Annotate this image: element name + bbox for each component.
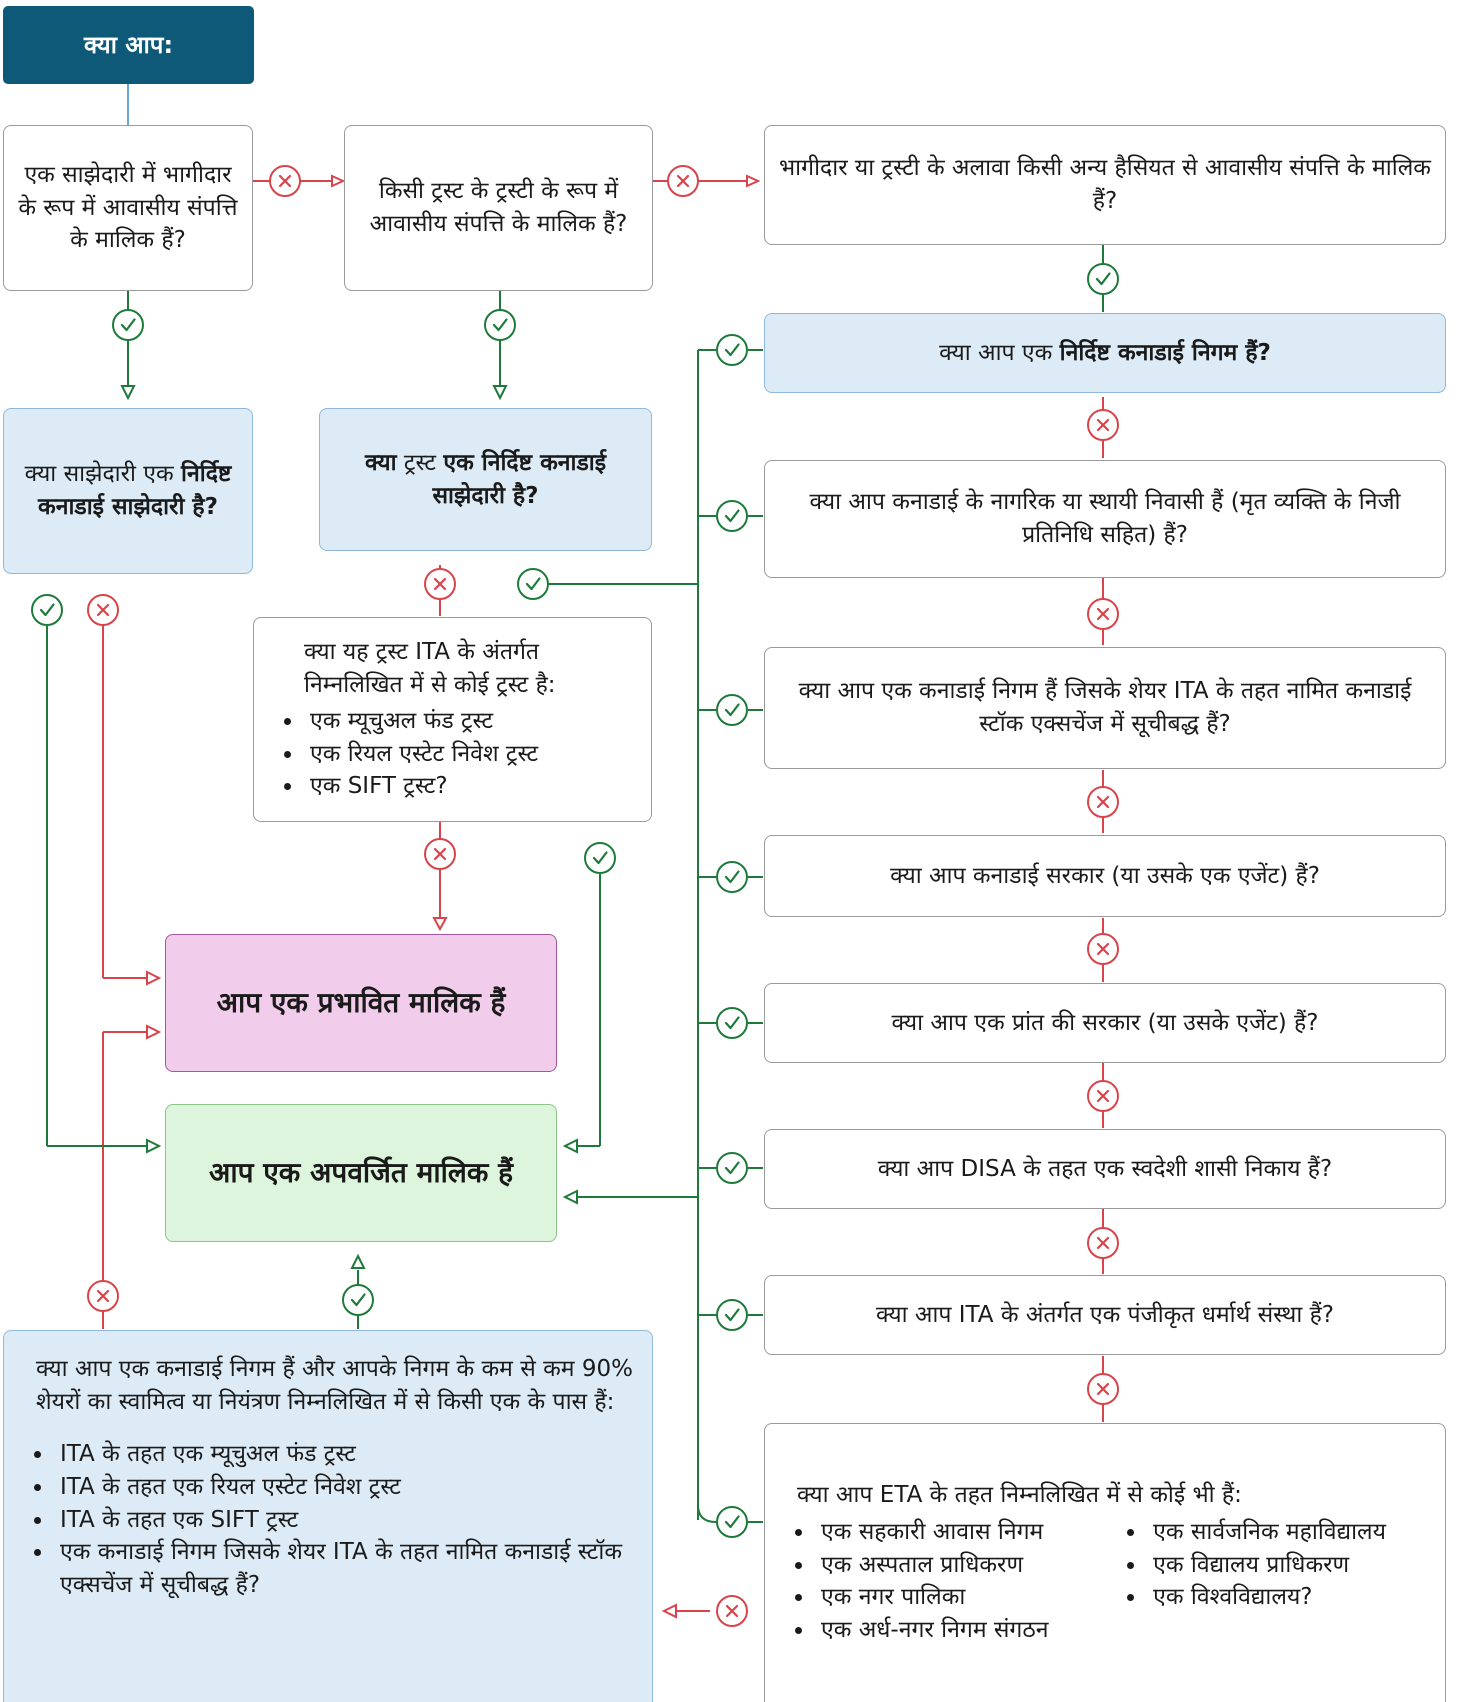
- question-trust-type: क्या यह ट्रस्ट ITA के अंतर्गत निम्नलिखित…: [253, 617, 652, 822]
- list-item: एक SIFT ट्रस्ट?: [304, 770, 637, 803]
- question-trustee-ownership: किसी ट्रस्ट के ट्रस्टी के रूप में आवासीय…: [344, 125, 653, 291]
- yes-marker: [715, 860, 749, 894]
- no-marker: [423, 837, 457, 871]
- question-specified-partnership: क्या साझेदारी एक निर्दिष्ट कनाडाई साझेदा…: [3, 408, 253, 574]
- list-item: एक सहकारी आवास निगम: [815, 1516, 1111, 1549]
- question-listed-corporation: क्या आप एक कनाडाई निगम हैं जिसके शेयर IT…: [764, 647, 1446, 769]
- yes-marker: [715, 1006, 749, 1040]
- question-specified-corporation: क्या आप एक निर्दिष्ट कनाडाई निगम हैं?: [764, 313, 1446, 393]
- list-item: एक कनाडाई निगम जिसके शेयर ITA के तहत नाम…: [54, 1536, 638, 1601]
- list-item: ITA के तहत एक रियल एस्टेट निवेश ट्रस्ट: [54, 1471, 638, 1504]
- trust-type-intro: क्या यह ट्रस्ट ITA के अंतर्गत निम्नलिखित…: [304, 638, 556, 698]
- result-affected-owner: आप एक प्रभावित मालिक हैं: [165, 934, 557, 1072]
- ninety-percent-list: ITA के तहत एक म्यूचुअल फंड ट्रस्ट ITA के…: [18, 1438, 638, 1601]
- no-marker: [1086, 932, 1120, 966]
- yes-marker: [516, 567, 550, 601]
- question-partner-ownership: एक साझेदारी में भागीदार के रूप में आवासी…: [3, 125, 253, 291]
- list-item: एक सार्वजनिक महाविद्यालय: [1147, 1516, 1431, 1549]
- no-marker: [423, 567, 457, 601]
- no-marker: [1086, 1079, 1120, 1113]
- eta-list-left: एक सहकारी आवास निगम एक अस्पताल प्राधिकरण…: [779, 1516, 1111, 1647]
- question-registered-charity: क्या आप ITA के अंतर्गत एक पंजीकृत धर्मार…: [764, 1275, 1446, 1355]
- yes-marker: [111, 308, 145, 342]
- list-item: ITA के तहत एक म्यूचुअल फंड ट्रस्ट: [54, 1438, 638, 1471]
- yes-marker: [30, 593, 64, 627]
- list-item: एक रियल एस्टेट निवेश ट्रस्ट: [304, 738, 637, 771]
- yes-marker: [715, 1151, 749, 1185]
- yes-marker: [1086, 262, 1120, 296]
- question-eta-entities: क्या आप ETA के तहत निम्नलिखित में से कोई…: [764, 1423, 1446, 1702]
- no-marker: [1086, 1226, 1120, 1260]
- no-marker: [666, 164, 700, 198]
- list-item: एक अस्पताल प्राधिकरण: [815, 1549, 1111, 1582]
- list-item: एक नगर पालिका: [815, 1581, 1111, 1614]
- result-excluded-owner: आप एक अपवर्जित मालिक हैं: [165, 1104, 557, 1242]
- no-marker: [1086, 1372, 1120, 1406]
- no-marker: [268, 164, 302, 198]
- yes-marker: [715, 499, 749, 533]
- no-marker: [86, 593, 120, 627]
- trust-type-list: एक म्यूचुअल फंड ट्रस्ट एक रियल एस्टेट नि…: [268, 705, 637, 803]
- yes-marker: [715, 333, 749, 367]
- question-90-percent-shares: क्या आप एक कनाडाई निगम हैं और आपके निगम …: [3, 1330, 653, 1702]
- question-citizen-resident: क्या आप कनाडाई के नागरिक या स्थायी निवास…: [764, 460, 1446, 578]
- question-trust-specified-partnership: क्या ट्रस्ट एक निर्दिष्ट कनाडाई साझेदारी…: [319, 408, 652, 551]
- question-other-capacity: भागीदार या ट्रस्टी के अलावा किसी अन्य है…: [764, 125, 1446, 245]
- list-item: एक विश्वविद्यालय?: [1147, 1581, 1431, 1614]
- list-item: एक म्यूचुअल फंड ट्रस्ट: [304, 705, 637, 738]
- question-indigenous-governing-body: क्या आप DISA के तहत एक स्वदेशी शासी निका…: [764, 1129, 1446, 1209]
- no-marker: [1086, 408, 1120, 442]
- list-item: एक विद्यालय प्राधिकरण: [1147, 1549, 1431, 1582]
- no-marker: [715, 1594, 749, 1628]
- eta-intro: क्या आप ETA के तहत निम्नलिखित में से कोई…: [797, 1482, 1242, 1509]
- no-marker: [86, 1279, 120, 1313]
- question-provincial-government: क्या आप एक प्रांत की सरकार (या उसके एजें…: [764, 983, 1446, 1063]
- question-federal-government: क्या आप कनाडाई सरकार (या उसके एक एजेंट) …: [764, 835, 1446, 917]
- eta-list-right: एक सार्वजनिक महाविद्यालय एक विद्यालय प्र…: [1111, 1516, 1431, 1647]
- start-box: क्या आप:: [3, 6, 254, 84]
- yes-marker: [715, 1298, 749, 1332]
- no-marker: [1086, 597, 1120, 631]
- yes-marker: [583, 841, 617, 875]
- yes-marker: [715, 1505, 749, 1539]
- yes-marker: [715, 693, 749, 727]
- yes-marker: [341, 1283, 375, 1317]
- yes-marker: [483, 308, 517, 342]
- list-item: एक अर्ध-नगर निगम संगठन: [815, 1614, 1111, 1647]
- no-marker: [1086, 785, 1120, 819]
- ninety-percent-intro: क्या आप एक कनाडाई निगम हैं और आपके निगम …: [36, 1356, 633, 1415]
- list-item: ITA के तहत एक SIFT ट्रस्ट: [54, 1504, 638, 1537]
